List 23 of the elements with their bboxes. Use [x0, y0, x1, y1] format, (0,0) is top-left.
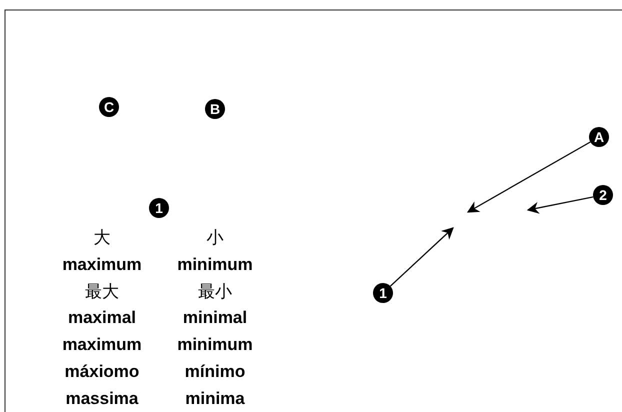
- term-text: minimal: [182, 308, 248, 328]
- term-text: 最小: [198, 282, 232, 301]
- term-text: minima: [185, 388, 245, 408]
- callout-number: A: [589, 127, 609, 147]
- term-text: mínimo: [184, 362, 246, 381]
- term-text: massima: [66, 388, 138, 408]
- callout-number: 1: [373, 283, 393, 303]
- callout-number: B: [205, 99, 225, 119]
- arrow: [526, 196, 594, 214]
- term-text: maximum: [62, 254, 142, 274]
- arrow: [390, 227, 454, 287]
- term-text: maximal: [68, 308, 136, 328]
- callout-number: C: [99, 97, 119, 117]
- term-text: 小: [206, 228, 224, 247]
- term-text: minimum: [177, 335, 253, 354]
- term-text: maximum: [62, 335, 142, 354]
- arrow: [466, 141, 591, 213]
- term-text: 最大: [85, 282, 119, 301]
- callout-number: 1: [149, 198, 169, 218]
- term-text: 大: [94, 228, 110, 247]
- term-text: máxiomo: [64, 362, 140, 381]
- term-text: minimum: [177, 254, 253, 274]
- callout-number: 2: [593, 185, 613, 205]
